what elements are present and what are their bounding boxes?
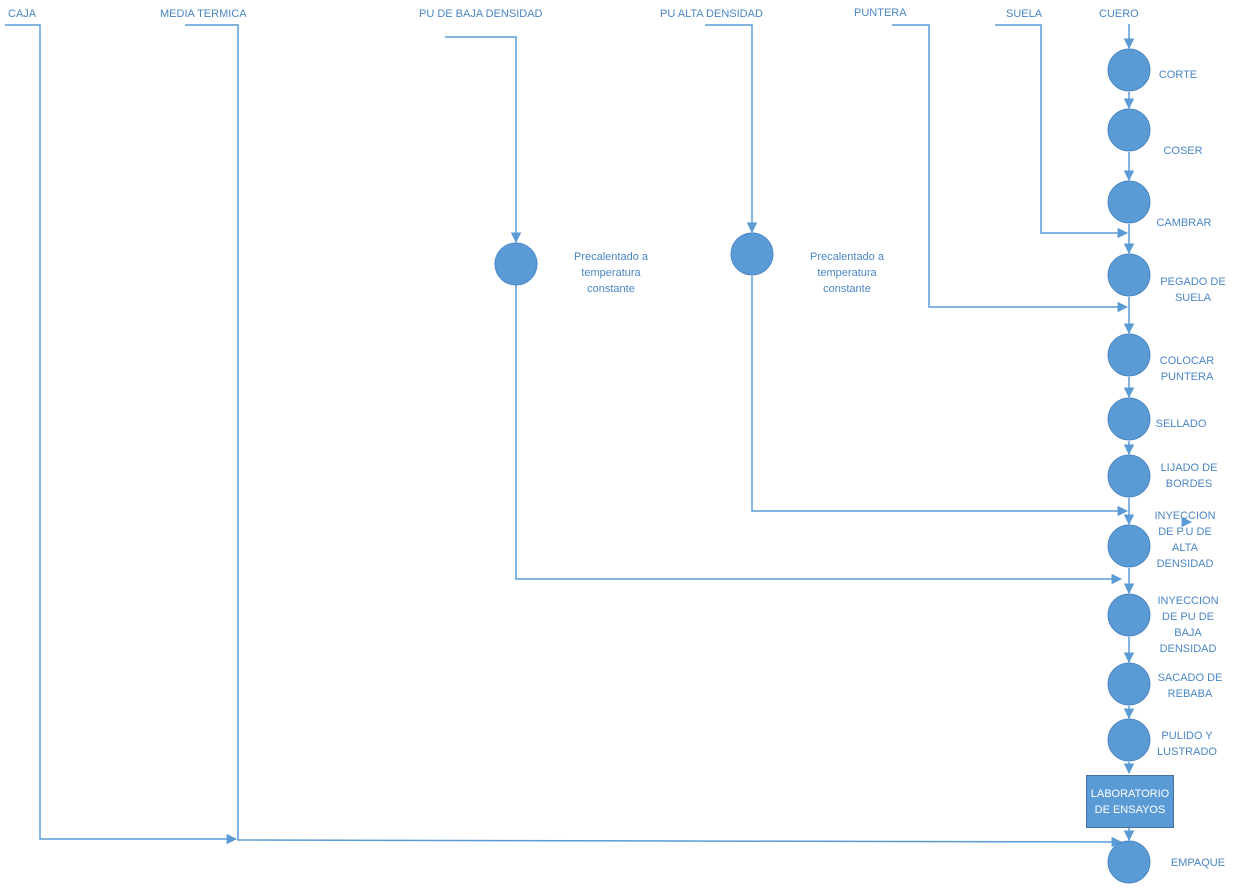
- input-suela: SUELA: [1006, 8, 1043, 20]
- connector-caja: [5, 24, 238, 845]
- node-colocar-puntera: [1107, 333, 1151, 377]
- connector-pu-alta: [705, 24, 758, 234]
- connector-media-termica: [185, 24, 1123, 848]
- connector-pu-baja: [445, 36, 522, 244]
- step-cambrar-label: CAMBRAR: [1156, 217, 1212, 229]
- node-empaque: [1107, 840, 1151, 884]
- input-pu-baja: PU DE BAJA DENSIDAD: [419, 8, 543, 20]
- step-pegado-suela-label: PEGADO DE SUELA: [1160, 276, 1226, 304]
- node-sellado: [1107, 397, 1151, 441]
- step-pulido-label: PULIDO Y LUSTRADO: [1157, 730, 1217, 758]
- input-puntera: PUNTERA: [854, 7, 907, 19]
- step-lijado-bordes-label: LIJADO DE BORDES: [1160, 462, 1218, 490]
- step-sacado-rebaba-label: SACADO DE REBABA: [1157, 672, 1223, 700]
- connector-preheat-left: [515, 285, 1123, 585]
- node-iny-alta: [1107, 524, 1151, 568]
- input-cuero: CUERO: [1099, 8, 1139, 20]
- node-cambrar: [1107, 180, 1151, 224]
- input-pu-alta: PU ALTA DENSIDAD: [660, 8, 763, 20]
- node-corte: [1107, 48, 1151, 92]
- node-pegado-suela: [1107, 253, 1151, 297]
- node-iny-baja: [1107, 593, 1151, 637]
- node-lijado-bordes: [1107, 454, 1151, 498]
- node-pulido: [1107, 718, 1151, 762]
- step-coser-label: COSER: [1163, 145, 1203, 157]
- preheat-right-label: Precalentado a temperatura constante: [810, 251, 884, 295]
- input-media-termica: MEDIA TERMICA: [160, 8, 247, 20]
- preheat-left-label: Precalentado a temperatura constante: [574, 251, 648, 295]
- node-sacado-rebaba: [1107, 662, 1151, 706]
- step-iny-alta-label: INYECCION DE P.U DE ALTA DENSIDAD: [1154, 510, 1216, 570]
- step-colocar-puntera-label: COLOCAR PUNTERA: [1159, 355, 1215, 383]
- node-coser: [1107, 108, 1151, 152]
- node-preheat-right: [730, 232, 774, 276]
- step-corte-label: CORTE: [1158, 69, 1198, 81]
- connector-puntera: [892, 24, 1129, 313]
- step-iny-baja-label: INYECCION DE PU DE BAJA DENSIDAD: [1157, 595, 1219, 655]
- laboratorio-box: LABORATORIO DE ENSAYOS: [1086, 775, 1174, 828]
- node-preheat-left: [494, 242, 538, 286]
- step-empaque-label: EMPAQUE: [1170, 857, 1226, 869]
- connector-preheat-right: [751, 276, 1129, 517]
- step-sellado-label: SELLADO: [1155, 418, 1207, 430]
- connector-suela: [995, 24, 1129, 239]
- input-caja: CAJA: [8, 8, 37, 20]
